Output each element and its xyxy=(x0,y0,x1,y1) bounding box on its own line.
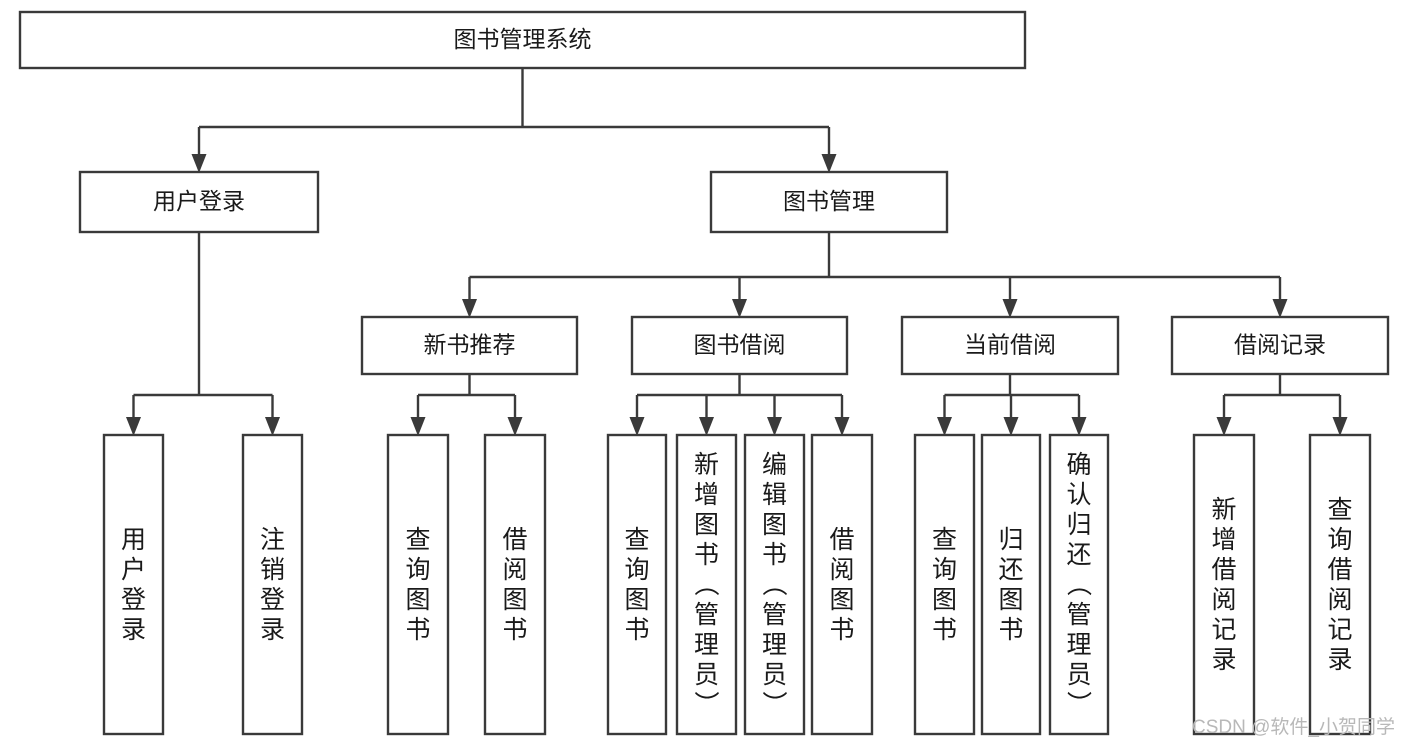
nodes-layer: 图书管理系统用户登录图书管理新书推荐图书借阅当前借阅借阅记录用户登录注销登录查询… xyxy=(18,10,1390,736)
node-box-leaf-query-book-1 xyxy=(386,433,450,736)
node-box-book-manage xyxy=(709,170,949,234)
arrow-head-icon xyxy=(1332,417,1348,436)
node-leaf-add-book[interactable]: 新增图书（管理员） xyxy=(675,433,738,736)
node-label-borrow-record: 借阅记录 xyxy=(1234,332,1326,358)
edge-group-from-user-login xyxy=(126,232,280,436)
node-box-leaf-borrow-book-2 xyxy=(810,433,874,736)
node-box-borrow-record xyxy=(1170,315,1390,376)
node-label-root: 图书管理系统 xyxy=(454,26,592,52)
node-box-leaf-query-record xyxy=(1308,433,1372,736)
edge-group-from-new-book-rec xyxy=(410,374,523,436)
arrow-head-icon xyxy=(265,417,280,436)
edge-group-from-current-borrow xyxy=(937,374,1087,436)
node-box-leaf-query-book-2 xyxy=(606,433,668,736)
arrow-head-icon xyxy=(1216,417,1232,436)
node-label-user-login: 用户登录 xyxy=(153,188,245,214)
node-box-leaf-query-book-3 xyxy=(913,433,976,736)
arrow-head-icon xyxy=(1003,417,1019,436)
edge-group-from-book-manage xyxy=(462,232,1288,318)
arrow-head-icon xyxy=(732,299,747,318)
node-label-book-manage: 图书管理 xyxy=(783,188,875,214)
arrow-head-icon xyxy=(191,154,207,173)
node-leaf-borrow-book-1[interactable]: 借阅图书 xyxy=(483,433,547,736)
arrow-head-icon xyxy=(126,417,141,436)
arrow-head-icon xyxy=(410,417,426,436)
node-user-login[interactable]: 用户登录 xyxy=(78,170,320,234)
node-label-leaf-borrow-book-1: 借阅图书 xyxy=(502,526,527,644)
node-leaf-query-record[interactable]: 查询借阅记录 xyxy=(1308,433,1372,736)
node-leaf-borrow-book-2[interactable]: 借阅图书 xyxy=(810,433,874,736)
node-label-new-book-rec: 新书推荐 xyxy=(424,332,516,358)
node-book-borrow[interactable]: 图书借阅 xyxy=(630,315,849,376)
node-new-book-rec[interactable]: 新书推荐 xyxy=(360,315,579,376)
node-label-leaf-add-record: 新增借阅记录 xyxy=(1211,496,1236,674)
arrow-head-icon xyxy=(1002,299,1018,318)
node-box-leaf-borrow-book-1 xyxy=(483,433,547,736)
node-leaf-confirm-return[interactable]: 确认归还（管理员） xyxy=(1048,433,1110,736)
arrow-head-icon xyxy=(821,154,837,173)
node-label-leaf-query-book-1: 查询图书 xyxy=(405,526,430,644)
node-current-borrow[interactable]: 当前借阅 xyxy=(900,315,1120,376)
node-label-leaf-user-login: 用户登录 xyxy=(121,526,146,644)
arrow-head-icon xyxy=(699,417,714,436)
arrow-head-icon xyxy=(1071,417,1087,436)
edge-group-from-book-borrow xyxy=(629,374,850,436)
edges-layer xyxy=(126,68,1348,436)
node-box-leaf-add-book xyxy=(675,433,738,736)
edge-group-from-root xyxy=(191,68,837,173)
node-leaf-edit-book[interactable]: 编辑图书（管理员） xyxy=(743,433,806,736)
arrow-head-icon xyxy=(767,417,782,436)
node-leaf-query-book-1[interactable]: 查询图书 xyxy=(386,433,450,736)
arrow-head-icon xyxy=(462,299,477,318)
node-box-user-login xyxy=(78,170,320,234)
node-box-leaf-logout xyxy=(241,433,304,736)
node-label-current-borrow: 当前借阅 xyxy=(964,332,1056,358)
node-box-book-borrow xyxy=(630,315,849,376)
node-label-leaf-edit-book: 编辑图书（管理员） xyxy=(762,451,788,719)
node-box-root xyxy=(18,10,1027,70)
node-leaf-query-book-3[interactable]: 查询图书 xyxy=(913,433,976,736)
arrow-head-icon xyxy=(834,417,850,436)
node-label-leaf-query-record: 查询借阅记录 xyxy=(1327,496,1352,674)
watermark-label: CSDN @软件_小贺同学 xyxy=(1192,716,1395,738)
node-label-leaf-borrow-book-2: 借阅图书 xyxy=(829,526,854,644)
arrow-head-icon xyxy=(1272,299,1288,318)
node-box-leaf-user-login xyxy=(102,433,165,736)
arrow-head-icon xyxy=(629,417,645,436)
node-box-leaf-add-record xyxy=(1192,433,1256,736)
node-box-leaf-edit-book xyxy=(743,433,806,736)
node-label-book-borrow: 图书借阅 xyxy=(694,332,786,358)
node-root[interactable]: 图书管理系统 xyxy=(18,10,1027,70)
edge-group-from-borrow-record xyxy=(1216,374,1348,436)
node-box-new-book-rec xyxy=(360,315,579,376)
node-box-leaf-confirm-return xyxy=(1048,433,1110,736)
node-leaf-query-book-2[interactable]: 查询图书 xyxy=(606,433,668,736)
node-leaf-return-book[interactable]: 归还图书 xyxy=(980,433,1042,736)
node-box-current-borrow xyxy=(900,315,1120,376)
arrow-head-icon xyxy=(937,417,952,436)
arrow-head-icon xyxy=(507,417,523,436)
node-label-leaf-query-book-3: 查询图书 xyxy=(932,526,957,644)
node-borrow-record[interactable]: 借阅记录 xyxy=(1170,315,1390,376)
node-label-leaf-return-book: 归还图书 xyxy=(998,526,1023,644)
node-label-leaf-confirm-return: 确认归还（管理员） xyxy=(1066,451,1092,719)
node-leaf-user-login[interactable]: 用户登录 xyxy=(102,433,165,736)
node-book-manage[interactable]: 图书管理 xyxy=(709,170,949,234)
node-label-leaf-add-book: 新增图书（管理员） xyxy=(694,451,720,719)
node-leaf-add-record[interactable]: 新增借阅记录 xyxy=(1192,433,1256,736)
node-leaf-logout[interactable]: 注销登录 xyxy=(241,433,304,736)
node-box-leaf-return-book xyxy=(980,433,1042,736)
node-label-leaf-query-book-2: 查询图书 xyxy=(624,526,649,644)
node-label-leaf-logout: 注销登录 xyxy=(260,526,285,644)
